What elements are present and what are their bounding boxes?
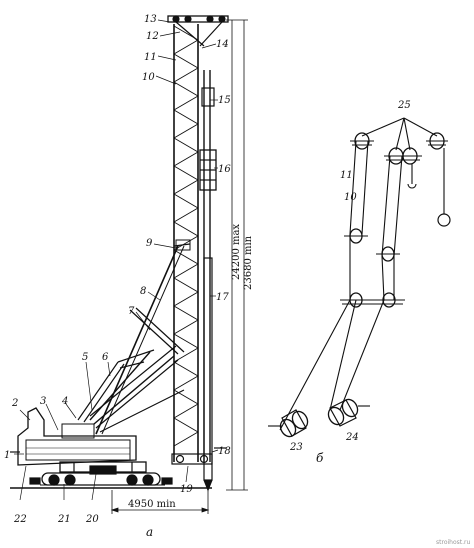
label-part-11: 11 (144, 52, 157, 63)
lattice-brace (173, 375, 199, 391)
mast-lattice-bracing (173, 25, 199, 447)
figure-label-b: б (316, 451, 324, 465)
label-scheme-11: 11 (340, 170, 353, 181)
turntable (59, 461, 147, 475)
lattice-brace (173, 137, 199, 153)
label-part-9: 9 (146, 238, 153, 249)
lattice-brace (173, 431, 199, 447)
part-number-labels: 1 2 3 4 5 6 7 8 9 10 11 12 13 14 15 16 1… (4, 14, 411, 525)
lattice-brace (173, 305, 199, 321)
label-part-5: 5 (82, 352, 88, 363)
label-part-13: 13 (144, 14, 157, 25)
dimension-height-min: 23680 min (243, 235, 254, 290)
lattice-brace (173, 361, 199, 377)
label-part-15: 15 (218, 95, 231, 106)
label-part-16: 16 (218, 164, 231, 175)
lattice-brace (173, 403, 199, 419)
lattice-brace (173, 235, 199, 251)
label-part-18: 18 (218, 446, 231, 457)
lattice-brace (173, 221, 199, 237)
top-pulleys (350, 117, 448, 165)
dimension-lines (110, 19, 248, 514)
label-scheme-10: 10 (344, 192, 357, 203)
lattice-brace (173, 67, 199, 83)
label-part-12: 12 (146, 31, 159, 42)
reeving-scheme (268, 117, 451, 438)
boom-struts (77, 345, 185, 433)
label-part-19: 19 (180, 484, 193, 495)
label-part-22: 22 (13, 514, 27, 525)
label-part-17: 17 (216, 292, 229, 303)
dimension-height-max: 24200 max (231, 224, 242, 280)
lattice-brace (173, 417, 199, 433)
lattice-brace (173, 389, 199, 405)
label-part-1: 1 (4, 450, 10, 461)
pile-driver-drawing (10, 15, 248, 514)
label-part-8: 8 (140, 286, 146, 297)
label-part-2: 2 (11, 398, 18, 409)
label-part-10: 10 (142, 72, 155, 83)
lattice-brace (173, 263, 199, 279)
mast-lattice (173, 24, 199, 462)
dimension-width-min: 4950 min (128, 499, 176, 510)
lattice-brace (173, 291, 199, 307)
lattice-brace (173, 95, 199, 111)
lattice-brace (173, 207, 199, 223)
watermark: stroihost.ru (436, 539, 470, 546)
hammer-guide (199, 70, 217, 492)
intermediate-pulleys (340, 228, 405, 308)
winch-drums (268, 398, 370, 438)
label-part-4: 4 (61, 396, 68, 407)
lattice-brace (173, 165, 199, 181)
lattice-brace (173, 123, 199, 139)
crawler-track (29, 472, 173, 486)
lattice-brace (173, 277, 199, 293)
pile (203, 257, 213, 481)
label-part-6: 6 (102, 352, 109, 363)
mast-head (167, 15, 229, 47)
counterweight (437, 213, 451, 227)
label-part-21: 21 (57, 514, 71, 525)
label-part-25: 25 (397, 100, 411, 111)
lattice-brace (173, 319, 199, 335)
lattice-brace (173, 179, 199, 195)
label-part-20: 20 (85, 514, 99, 525)
label-part-23: 23 (289, 442, 303, 453)
figure-label-a: а (146, 525, 153, 539)
hook (407, 183, 417, 189)
lattice-brace (173, 109, 199, 125)
machine-body (10, 407, 137, 466)
lattice-brace (173, 347, 199, 363)
lattice-brace (173, 53, 199, 69)
lattice-brace (173, 39, 199, 55)
lattice-brace (173, 151, 199, 167)
label-part-14: 14 (216, 39, 229, 50)
lattice-brace (173, 193, 199, 209)
lattice-brace (173, 249, 199, 265)
ropes (279, 140, 403, 431)
mast-base (171, 447, 226, 465)
label-part-24: 24 (345, 432, 359, 443)
lattice-brace (173, 333, 199, 349)
label-part-7: 7 (128, 306, 135, 317)
diagonal-brace (95, 239, 191, 435)
lattice-brace (173, 81, 199, 97)
dimension-labels: 24200 max 23680 min 4950 min (128, 224, 254, 510)
label-part-3: 3 (40, 396, 46, 407)
leader-lines (14, 19, 219, 501)
